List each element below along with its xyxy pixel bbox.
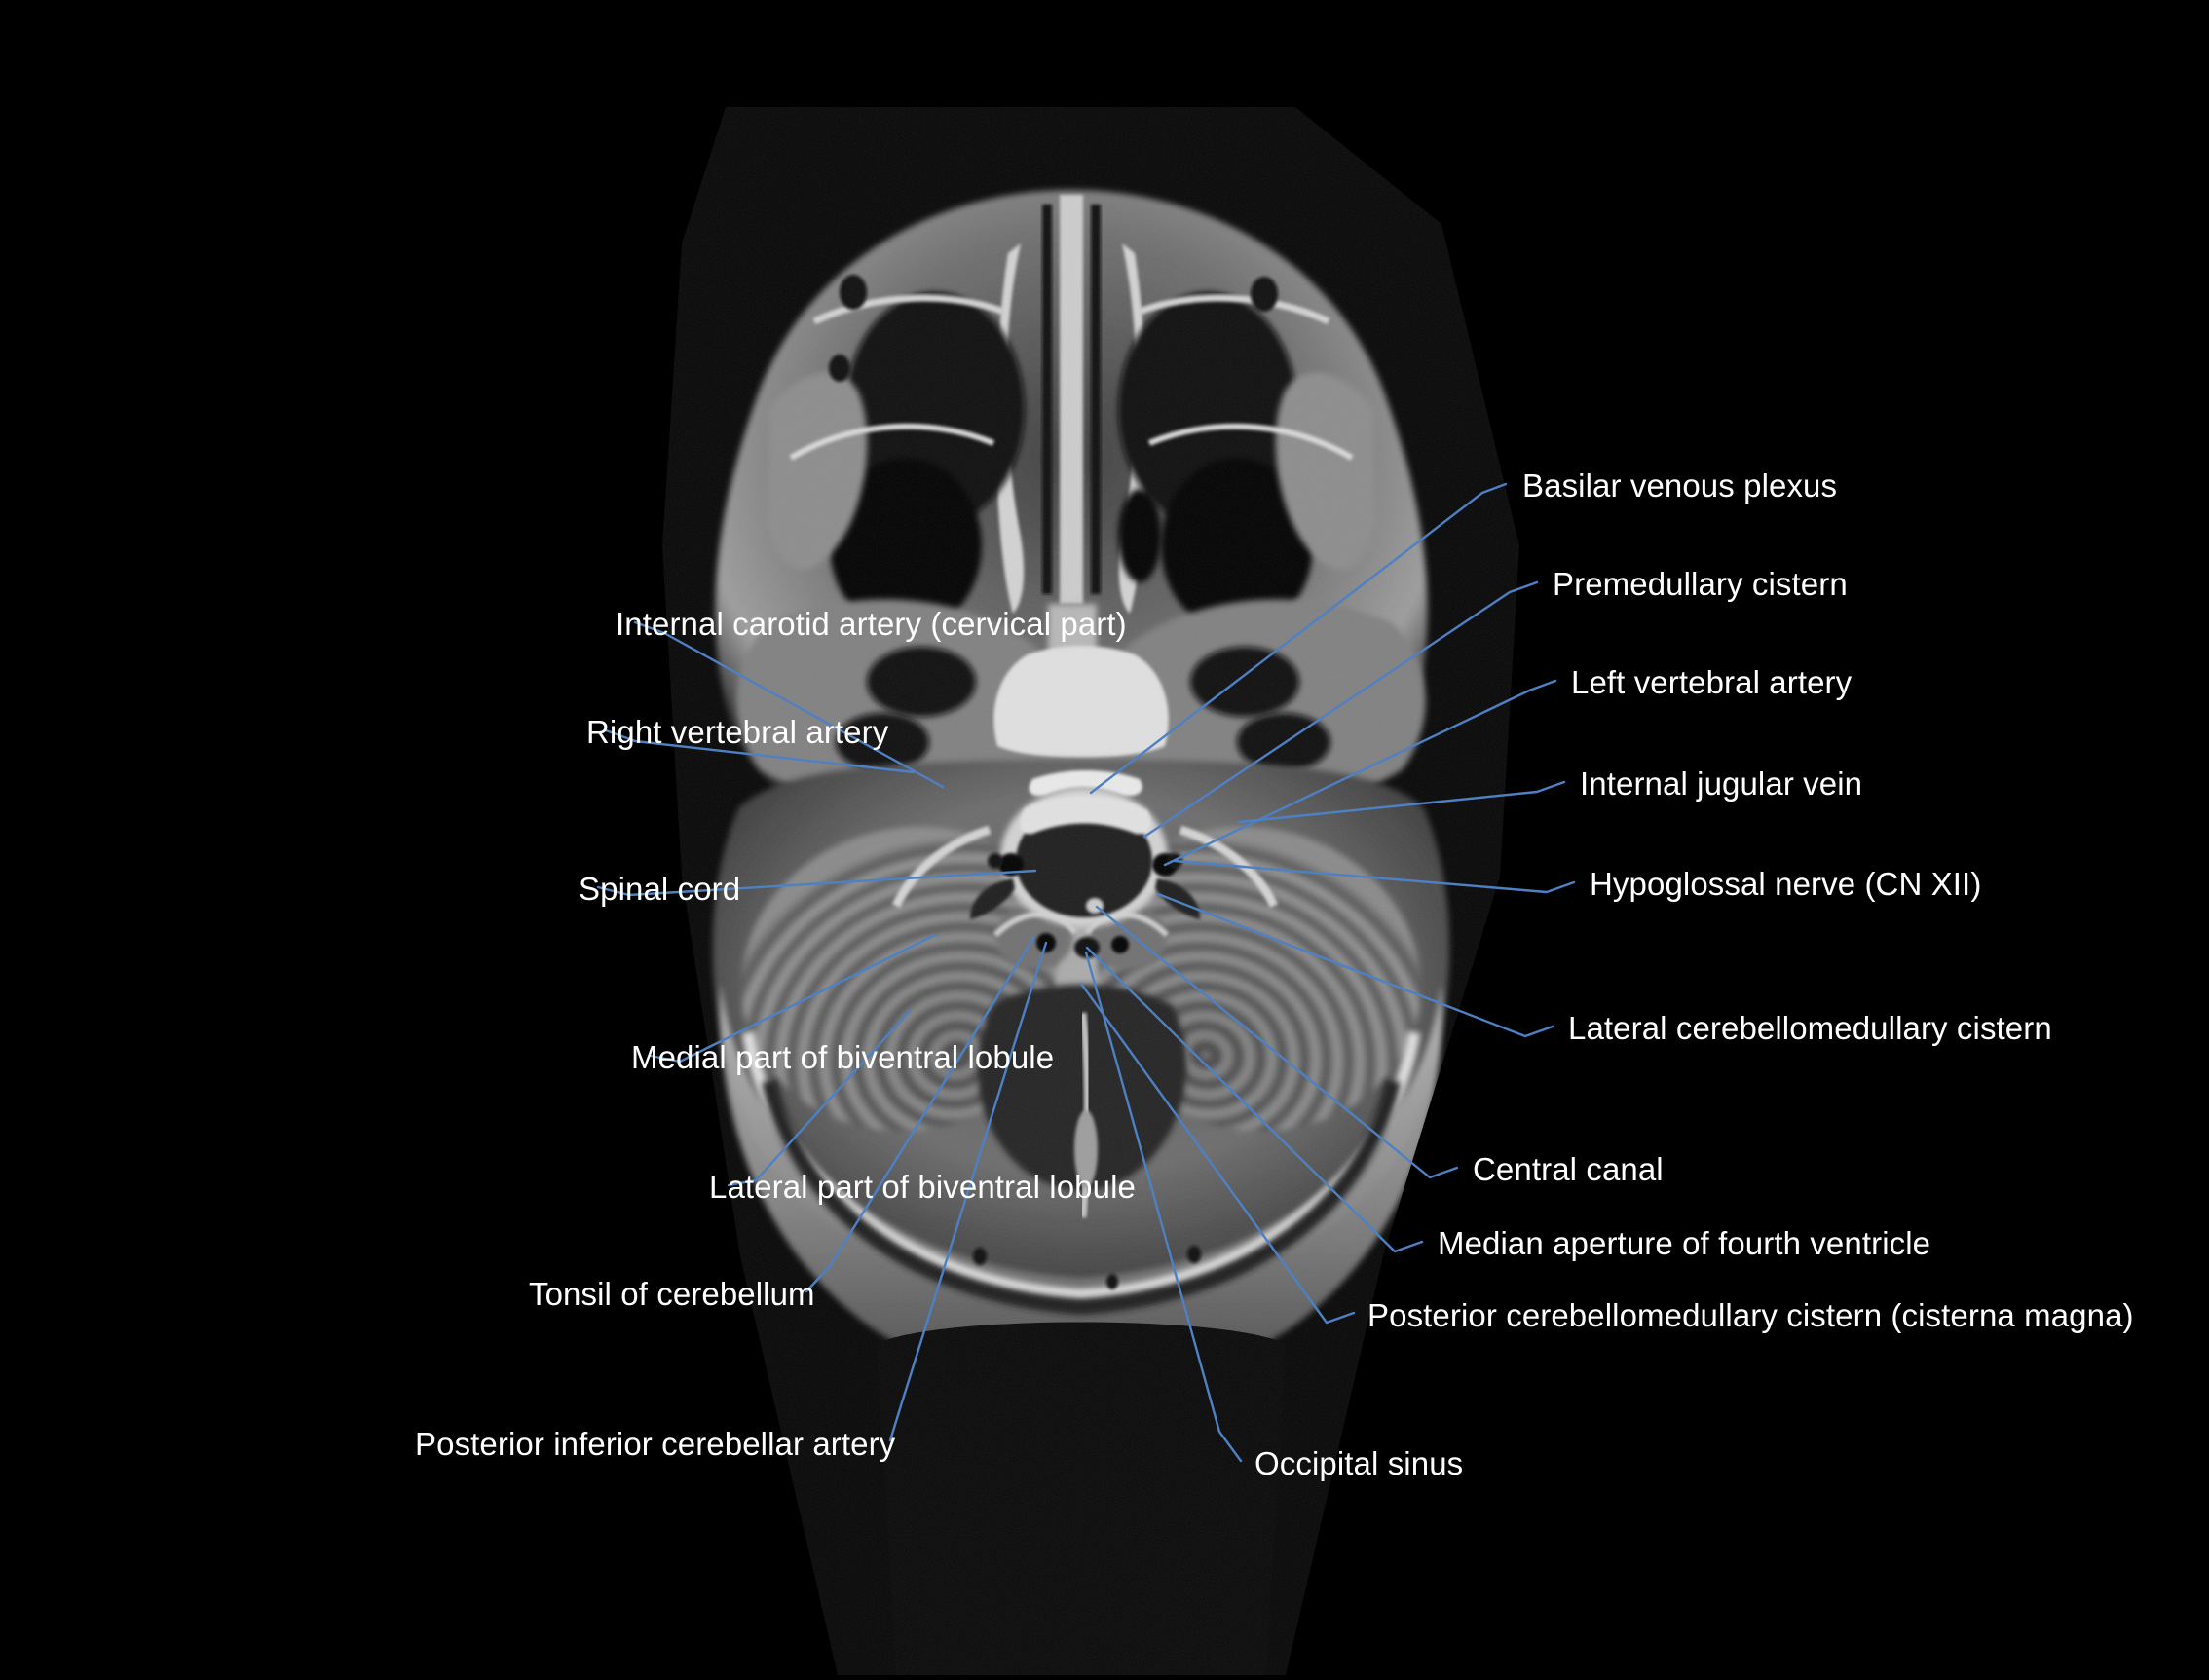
leader-line-posterior-inferior-cerebellar-artery — [888, 941, 1048, 1442]
leader-line-left-vertebral-artery — [1163, 679, 1557, 867]
leader-line-medial-part-biventral-lobule — [649, 933, 937, 1064]
leader-line-median-aperture-fourth-ventricle — [1085, 946, 1424, 1253]
leader-line-spinal-cord — [596, 869, 1037, 897]
leader-line-internal-carotid-artery-cervical — [633, 620, 945, 789]
leader-line-tonsil-of-cerebellum — [805, 935, 1036, 1293]
leader-line-premedullary-cistern — [1142, 580, 1539, 839]
leader-line-right-vertebral-artery — [604, 728, 916, 774]
leader-line-hypoglossal-nerve — [1173, 859, 1576, 894]
leader-line-lateral-cerebellomedullary-cistern — [1156, 892, 1554, 1038]
leader-line-basilar-venous-plexus — [1089, 482, 1508, 795]
leader-line-central-canal — [1095, 905, 1459, 1179]
leader-line-posterior-cerebellomedullary-cistern — [1079, 982, 1356, 1325]
leader-line-internal-jugular-vein — [1237, 780, 1566, 824]
leader-line-occipital-sinus — [1084, 951, 1243, 1463]
leader-line-lateral-part-biventral-lobule — [727, 1009, 912, 1187]
